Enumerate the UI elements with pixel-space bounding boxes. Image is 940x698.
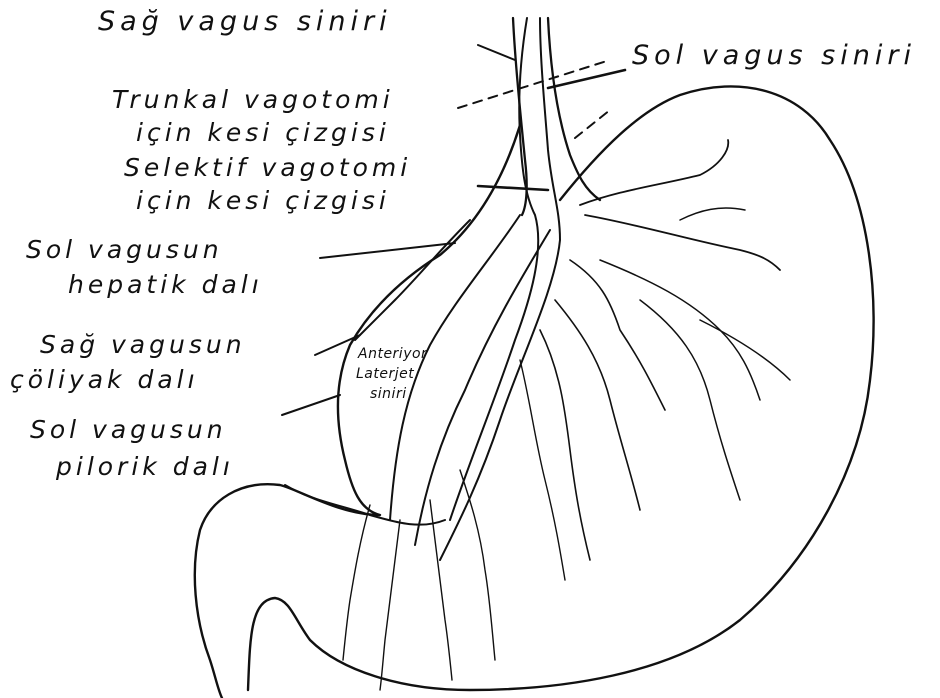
label-truncal-line2: için kesi çizgisi [136, 118, 390, 147]
fundus-branch-3 [680, 208, 745, 220]
body-branch-5 [600, 260, 760, 400]
leader-pyloric [282, 395, 340, 415]
antrum-branch-4 [343, 505, 370, 660]
label-truncal-line1: Trunkal vagotomi [112, 85, 394, 114]
label-pyloric-line1: Sol vagusun [30, 415, 227, 444]
left-vagus-nerve [440, 18, 560, 560]
fundus-branch-1 [580, 140, 728, 205]
antrum-branch-2 [430, 500, 452, 680]
selective-cut-line [478, 186, 548, 190]
label-selective-line2: için kesi çizgisi [136, 186, 390, 215]
label-anterior-line3: siniri [370, 386, 407, 402]
label-left-vagus: Sol vagus siniri [632, 40, 916, 71]
antrum-branch-3 [380, 520, 400, 690]
latarjet-nerve-inner [415, 230, 550, 545]
body-branch-7 [700, 320, 790, 380]
antrum-branch-1 [460, 470, 495, 660]
esophagus-right-wall [548, 18, 600, 200]
leader-right-vagus [478, 45, 515, 60]
fundus-branch-2 [585, 215, 780, 270]
leader-left-vagus [548, 70, 625, 88]
body-branch-6 [640, 300, 740, 500]
body-branch-4 [520, 360, 565, 580]
label-celiac-line1: Sağ vagusun [40, 330, 246, 359]
label-anterior-line2: Laterjet [356, 366, 414, 382]
label-celiac-line2: çöliyak dalı [10, 365, 199, 394]
leader-celiac [315, 335, 360, 355]
truncal-cut-line [458, 60, 610, 108]
label-right-vagus: Sağ vagus siniri [98, 6, 392, 37]
label-anterior-line1: Anteriyor [358, 346, 427, 362]
right-vagus-nerve [450, 18, 538, 520]
hepatic-branch [355, 220, 470, 340]
truncal-cut-line-right [575, 110, 610, 138]
label-selective-line1: Selektif vagotomi [124, 153, 411, 182]
body-branch-2 [555, 300, 640, 510]
label-pyloric-line2: pilorik dalı [56, 452, 234, 481]
label-hepatic-line2: hepatik dalı [68, 270, 263, 299]
label-hepatic-line1: Sol vagusun [26, 235, 223, 264]
body-branch-3 [540, 330, 590, 560]
